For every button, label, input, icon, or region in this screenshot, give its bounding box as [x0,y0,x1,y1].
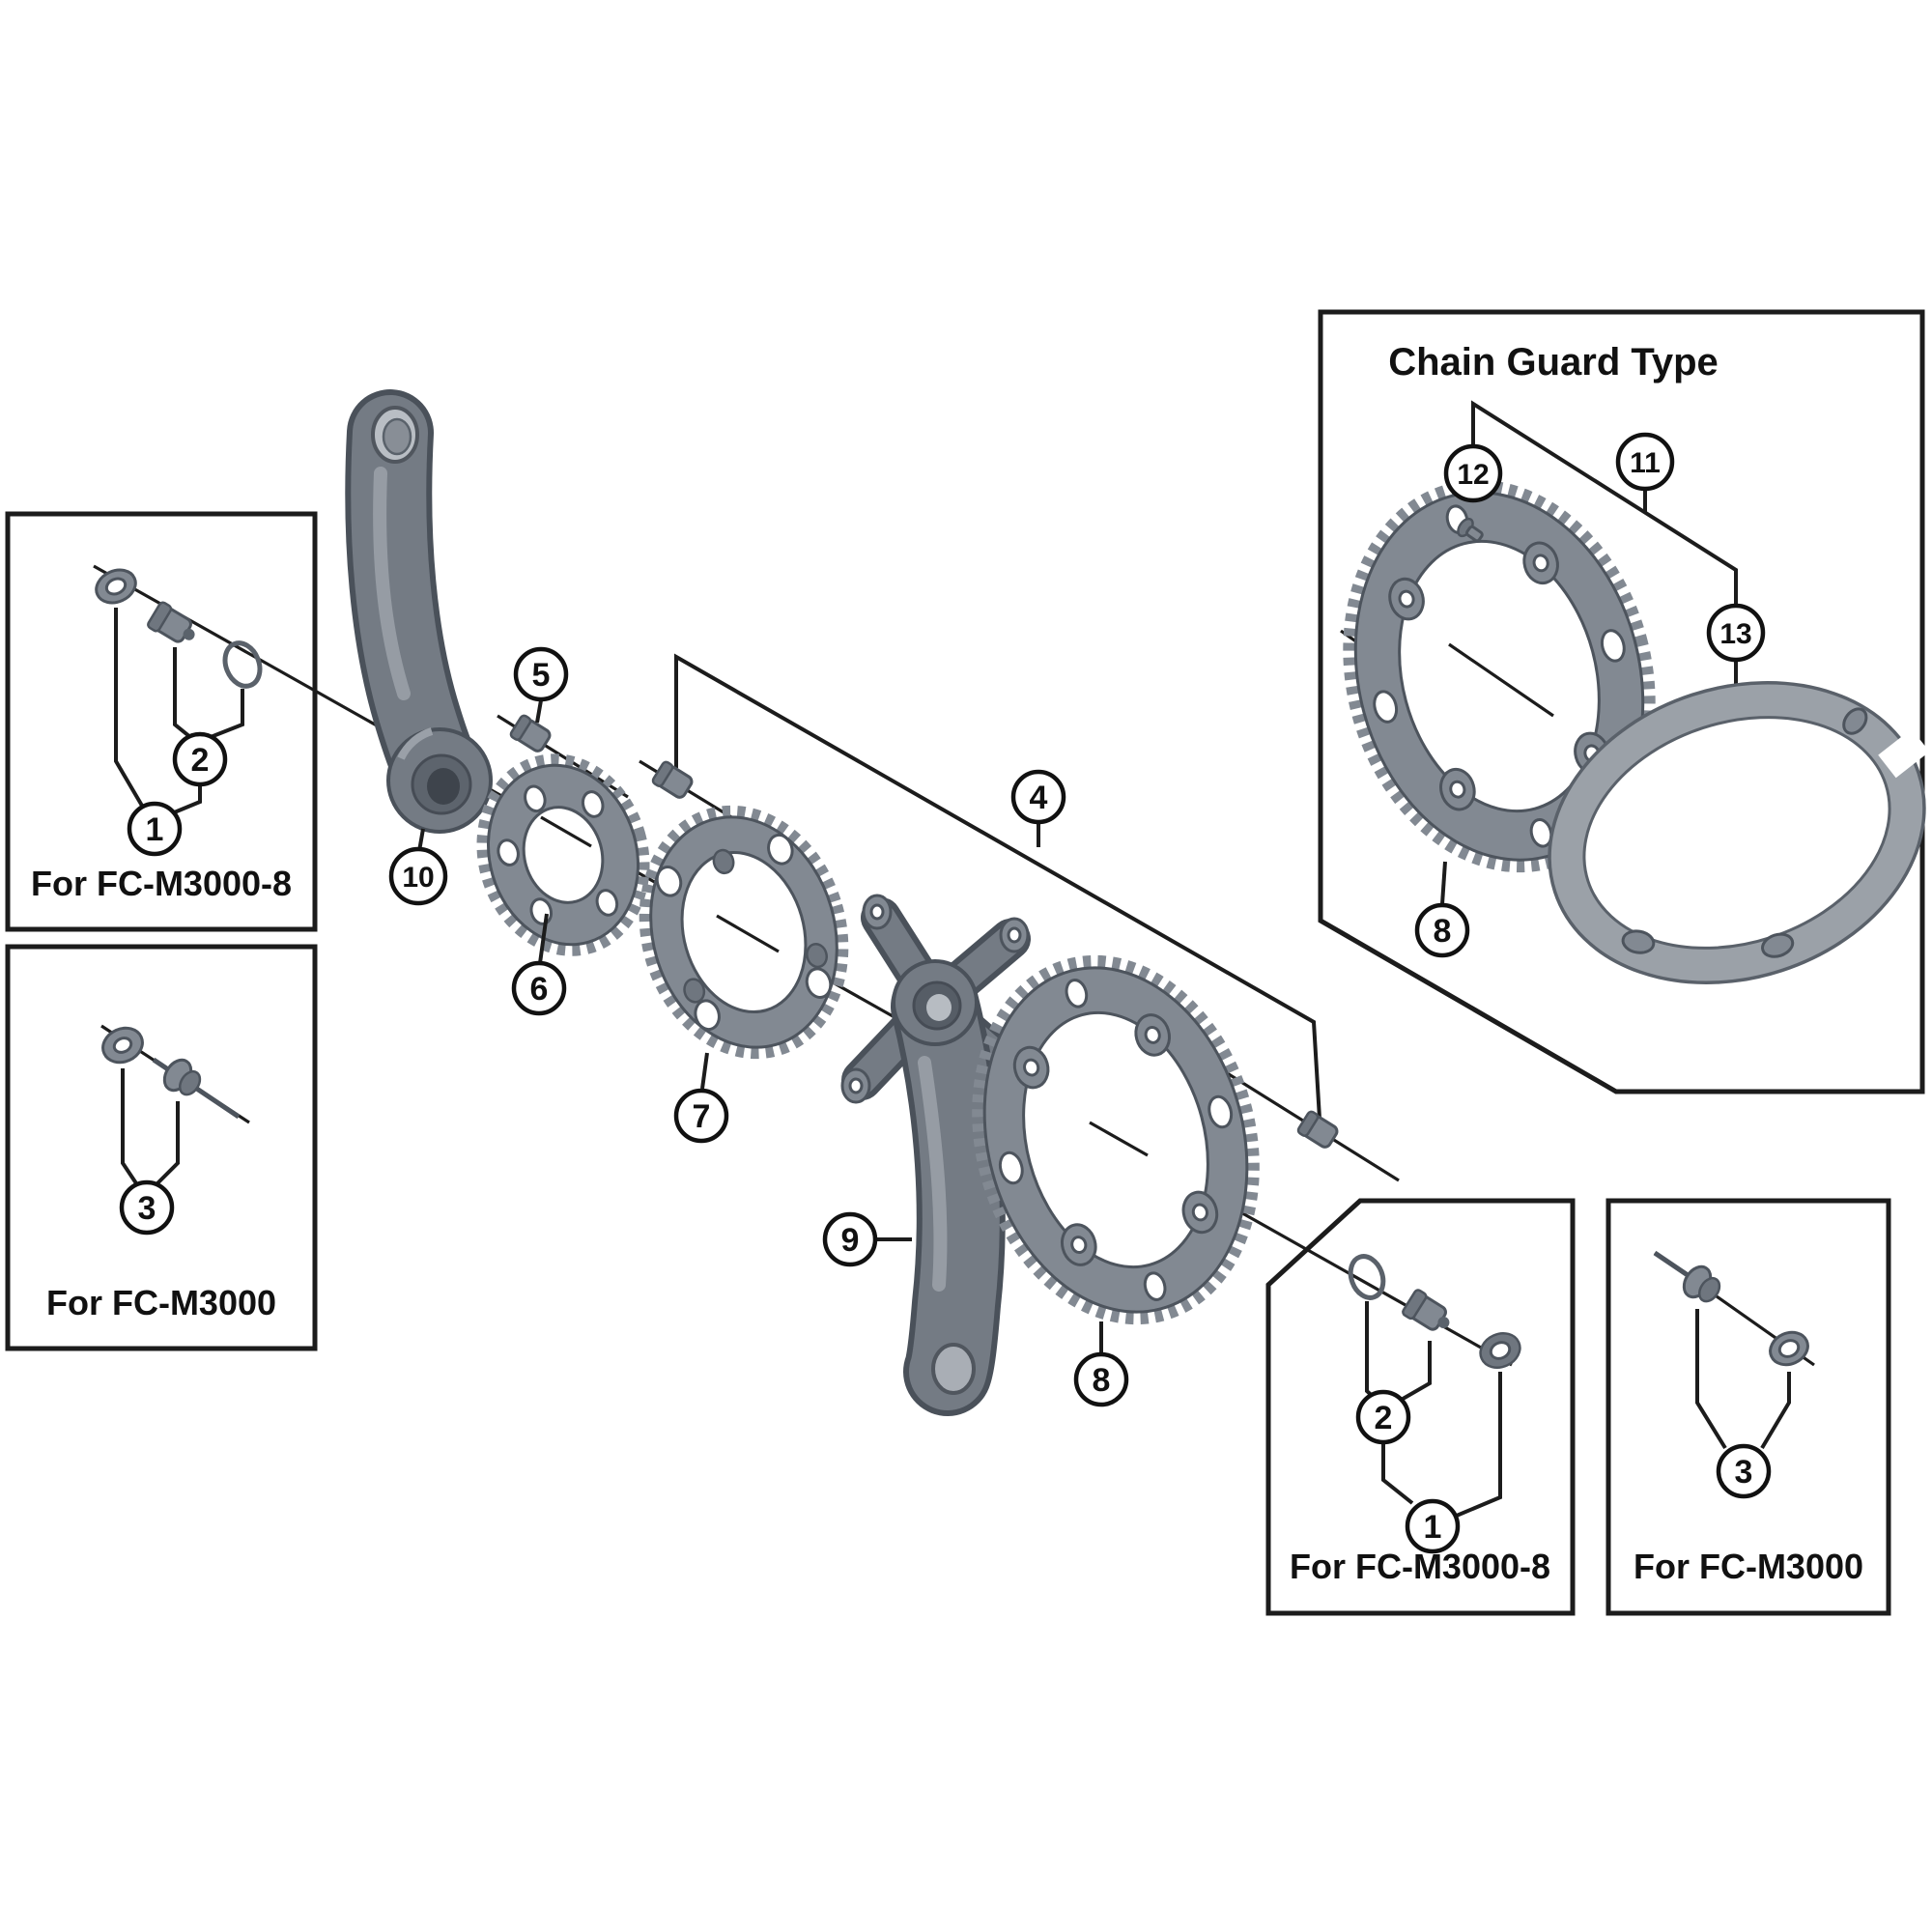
svg-text:2: 2 [1375,1400,1393,1436]
svg-text:3: 3 [1735,1454,1753,1491]
callout-12: 12 [1443,443,1503,503]
box-b-label: For FC-M3000 [46,1283,276,1322]
svg-text:13: 13 [1719,618,1751,650]
chain-guard-type-title: Chain Guard Type [1388,341,1719,384]
svg-text:8: 8 [1093,1362,1111,1399]
callout-8-guard: 8 [1414,902,1470,958]
svg-text:9: 9 [841,1222,860,1259]
svg-text:7: 7 [693,1098,711,1135]
svg-text:2: 2 [191,742,210,779]
chain-guard-ring [1548,681,1930,984]
guard-chainring [1343,479,1656,873]
svg-text:3: 3 [138,1190,156,1227]
left-crank-bolt-set-b [101,1026,241,1185]
box-bottom-fc-m3000-8 [1265,1198,1576,1616]
box-a-label: For FC-M3000-8 [31,864,292,903]
box-e-label: For FC-M3000 [1634,1547,1863,1586]
svg-text:10: 10 [402,862,434,894]
guard-screw-12 [1457,517,1484,543]
chainring-fixing-bolt-left [651,760,694,799]
o-ring [222,640,263,689]
box-mid-left-fc-m3000 [5,944,318,1351]
svg-text:1: 1 [1424,1509,1442,1546]
axis-overlays [540,642,1554,1157]
callout-4: 4 [1010,769,1066,825]
callout-10: 10 [388,846,448,906]
right-crank-bolt-set-d [1348,1254,1521,1520]
chainring-fixing-bolt-5 [509,714,552,753]
right-crank-bolt-set-e [1653,1250,1809,1450]
callout-9: 9 [822,1211,878,1267]
callout-13: 13 [1706,603,1766,663]
callout-3-box-b: 3 [119,1179,175,1236]
right-crank-arm [840,894,1031,1416]
svg-text:8: 8 [1434,913,1452,950]
box-d-label: For FC-M3000-8 [1290,1547,1550,1586]
svg-text:6: 6 [530,971,549,1008]
chainring-fixing-bolt-right [1296,1110,1339,1149]
callout-3-box-e: 3 [1716,1443,1772,1499]
crank-fixing-bolt [147,601,195,643]
callout-8: 8 [1073,1351,1129,1407]
left-crank-bolt-set-a [95,568,263,815]
box-bottom-fc-m3000 [1605,1198,1891,1616]
callout-1-box-d: 1 [1405,1498,1461,1554]
callout-7: 7 [673,1088,729,1144]
pedal-hole [931,1343,976,1395]
callout-5: 5 [513,646,569,702]
chainring-bolt-tabs [1012,1013,1219,1266]
callout-1-box-a: 1 [127,801,183,857]
callout-6: 6 [511,960,567,1016]
left-crank-arm [345,389,493,834]
callout-11: 11 [1615,432,1675,492]
svg-text:12: 12 [1457,459,1489,491]
outer-chainring-40t [972,954,1260,1325]
callout-2-box-d: 2 [1355,1389,1411,1445]
callout-2-box-a: 2 [172,731,228,787]
box-top-left-fc-m3000-8 [5,511,318,932]
inner-chainring-22t [476,753,650,956]
svg-text:11: 11 [1630,447,1661,479]
svg-text:5: 5 [532,657,551,694]
svg-text:1: 1 [146,811,164,848]
svg-text:4: 4 [1030,780,1048,816]
